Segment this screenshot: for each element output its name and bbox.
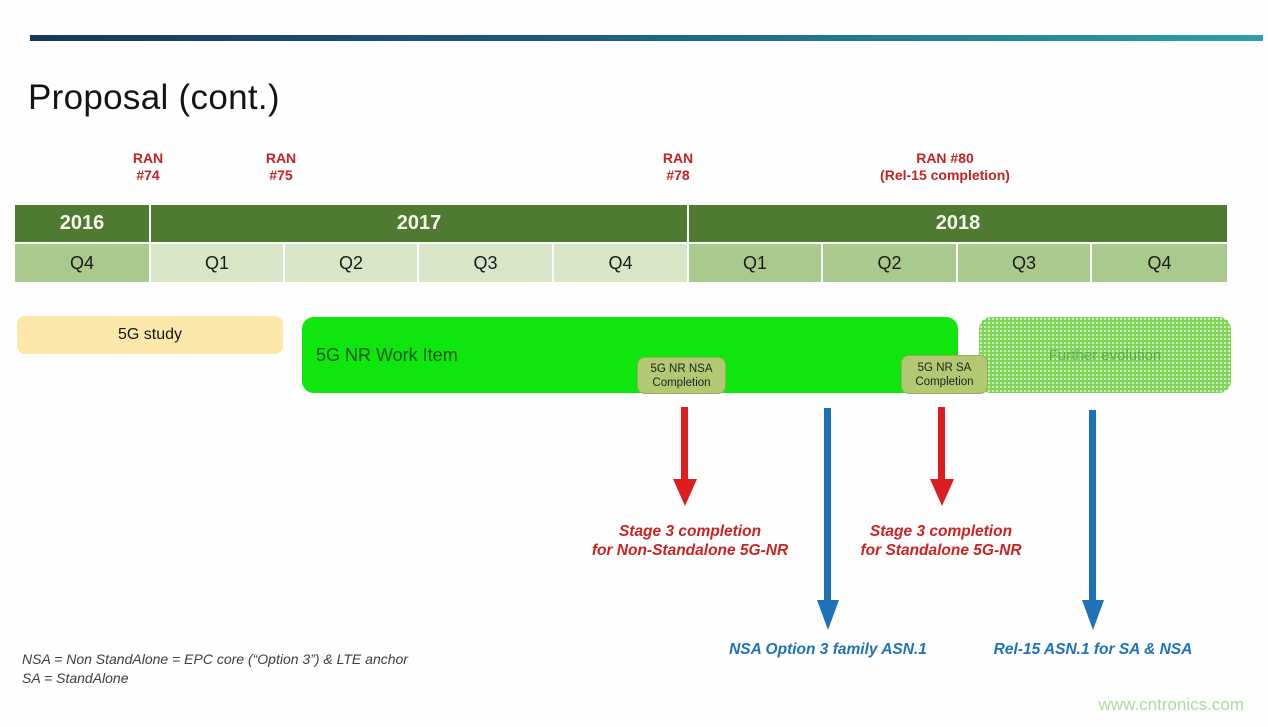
quarter-cell-2018-q3: Q3 xyxy=(958,244,1090,282)
red-arrow-sa-head xyxy=(930,479,954,506)
milestone-line: RAN #80 xyxy=(916,150,974,166)
milestone-ran80: RAN #80 (Rel-15 completion) xyxy=(880,150,1010,184)
milestone-line: (Rel-15 completion) xyxy=(880,167,1010,183)
bar-further-evolution: Further evolution xyxy=(979,317,1231,393)
red-arrow-nsa-head xyxy=(673,479,697,506)
quarter-cell-2018-q1: Q1 xyxy=(689,244,821,282)
milestone-ran75: RAN #75 xyxy=(266,150,296,184)
red-arrow-sa-shaft xyxy=(938,407,945,480)
bar-5g-study: 5G study xyxy=(17,316,283,354)
badge-nsa-completion: 5G NR NSA Completion xyxy=(637,357,726,394)
year-cell-2018: 2018 xyxy=(689,205,1227,242)
annotation-line: Stage 3 completion xyxy=(869,523,1013,540)
header-accent-bar xyxy=(30,35,1263,41)
milestone-line: #74 xyxy=(136,167,160,183)
annotation-rel15-asn1: Rel-15 ASN.1 for SA & NSA xyxy=(993,641,1193,658)
annotation-line: for Non-Standalone 5G-NR xyxy=(591,542,789,559)
annotation-line: for Standalone 5G-NR xyxy=(860,542,1022,559)
blue-arrow-rel15-asn1-shaft xyxy=(1089,410,1096,601)
badge-line: Completion xyxy=(652,376,711,389)
quarter-cell-2017-q2: Q2 xyxy=(285,244,417,282)
annotation-nsa-option3-asn1: NSA Option 3 family ASN.1 xyxy=(729,641,927,658)
footnote-sa: SA = StandAlone xyxy=(22,670,129,686)
annotation-line: Stage 3 completion xyxy=(618,523,762,540)
badge-sa-completion: 5G NR SA Completion xyxy=(901,355,988,394)
annotation-stage3-nsa: Stage 3 completion for Non-Standalone 5G… xyxy=(592,522,788,560)
milestone-ran78: RAN #78 xyxy=(663,150,693,184)
quarter-cell-2017-q3: Q3 xyxy=(419,244,552,282)
badge-line: 5G NR NSA xyxy=(650,362,713,375)
badge-line: Completion xyxy=(915,375,974,388)
page-title: Proposal (cont.) xyxy=(28,78,280,117)
quarter-cell-2018-q4: Q4 xyxy=(1092,244,1227,282)
quarter-cell-2017-q1: Q1 xyxy=(151,244,283,282)
year-cell-2016: 2016 xyxy=(15,205,149,242)
milestone-line: RAN xyxy=(662,150,694,166)
quarter-cell-2018-q2: Q2 xyxy=(823,244,956,282)
quarter-cell-2016-q4: Q4 xyxy=(15,244,149,282)
milestone-ran74: RAN #74 xyxy=(133,150,163,184)
milestone-line: RAN xyxy=(265,150,297,166)
badge-line: 5G NR SA xyxy=(917,361,972,374)
milestone-line: #75 xyxy=(269,167,293,183)
quarter-cell-2017-q4: Q4 xyxy=(554,244,687,282)
footnotes: NSA = Non StandAlone = EPC core (“Option… xyxy=(22,650,408,688)
milestone-line: #78 xyxy=(666,167,690,183)
blue-arrow-nsa-asn1-shaft xyxy=(824,408,831,601)
year-cell-2017: 2017 xyxy=(151,205,687,242)
blue-arrow-nsa-asn1-head xyxy=(817,600,839,630)
footnote-nsa: NSA = Non StandAlone = EPC core (“Option… xyxy=(22,651,408,667)
red-arrow-nsa-shaft xyxy=(681,407,688,480)
watermark: www.cntronics.com xyxy=(1098,695,1244,714)
blue-arrow-rel15-asn1-head xyxy=(1082,600,1104,630)
bar-5g-nr-work-item: 5G NR Work Item xyxy=(302,317,958,393)
annotation-stage3-sa: Stage 3 completion for Standalone 5G-NR xyxy=(860,522,1021,560)
milestone-line: RAN xyxy=(132,150,164,166)
